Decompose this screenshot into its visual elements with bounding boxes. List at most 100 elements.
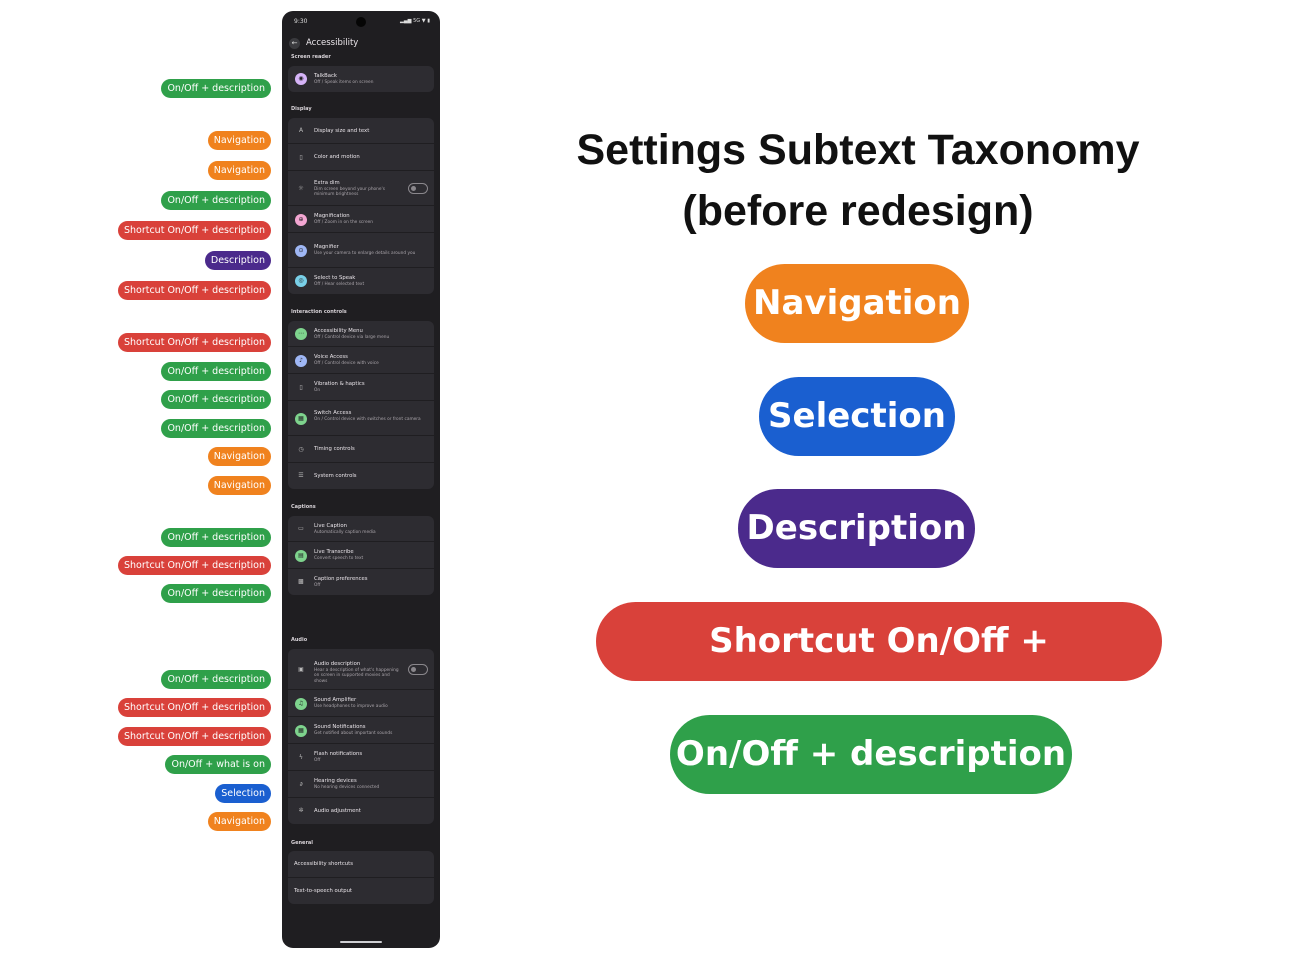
taxonomy-tag: On/Off + description [161,390,271,409]
settings-row-subtext: Off / Control device via large menu [314,334,390,340]
taxonomy-tag: Navigation [207,447,271,466]
gesture-bar[interactable] [340,941,382,943]
timing-icon: ◷ [298,445,304,453]
settings-row-title: Select to Speak [314,274,356,281]
settings-row-text: Color and motion [314,154,428,161]
section-header: General [291,840,313,846]
taxonomy-tag: Shortcut On/Off + description [117,333,271,352]
camera-cutout [356,17,366,27]
network-label: 5G [413,18,421,24]
voice-access-icon: ♪ [295,354,307,367]
settings-row-title: Switch Access [314,409,352,416]
settings-row-subtext: On [314,388,321,394]
taxonomy-tag: On/Off + description [161,670,271,689]
magnification-icon: ⊕ [295,213,307,226]
settings-row-title: Accessibility shortcuts [294,861,353,867]
taxonomy-tag: Shortcut On/Off + description [117,221,271,240]
settings-row-title: Color and motion [314,154,360,160]
legend-pill: On/Off + description [670,715,1072,794]
phone-color-icon: ▯ [299,153,303,161]
settings-row-subtext: Off / Control device with voice [314,361,379,367]
taxonomy-tag: On/Off + description [161,419,271,438]
section-header: Screen reader [291,54,331,60]
taxonomy-tag: Shortcut On/Off + description [117,727,271,746]
settings-row-subtext: Use headphones to improve audio [314,704,388,710]
back-arrow-icon[interactable]: ← [289,38,300,49]
settings-row-title: Caption preferences [314,575,368,582]
taxonomy-tag: On/Off + description [161,584,271,603]
taxonomy-tag: Navigation [207,131,271,150]
settings-row-title: Live Caption [314,522,347,529]
section-header: Display [291,106,312,112]
settings-row-title: Display size and text [314,127,370,134]
settings-row-subtext: Off / Zoom in on the screen [314,220,373,226]
section-header: Audio [291,637,308,643]
taxonomy-tag: Selection [215,784,271,803]
battery-icon: ▮ [427,18,430,24]
status-icons: ▂▄▆ 5G ▼ ▮ [400,18,430,24]
toggle-switch[interactable] [408,664,428,675]
hearing-devices-icon: ∂ [299,780,303,788]
settings-row-subtext: Dim screen beyond your phone's minimum b… [314,186,385,198]
settings-row[interactable]: ◷Timing controls [288,436,434,463]
settings-row[interactable]: Text-to-speech output [288,878,434,904]
settings-row[interactable]: ✲Audio adjustment [288,798,434,824]
system-controls-icon: ☰ [298,472,304,479]
wifi-icon: ▼ [421,18,426,24]
settings-row-title: Vibration & haptics [314,381,365,388]
switch-access-icon: ▦ [295,412,307,425]
section-header: Interaction controls [291,309,347,315]
settings-row-subtext: Get notified about important sounds [314,731,393,737]
section-header: Captions [291,504,316,510]
heading-line-2: (before redesign) [682,187,1034,235]
extra-dim-icon: ☼ [298,184,304,192]
toggle-switch[interactable] [408,183,428,194]
settings-row[interactable]: ▯ Color and motion [288,144,434,171]
taxonomy-tag: Shortcut On/Off + description [117,698,271,717]
sound-amplifier-icon: ♫ [295,697,307,710]
magnifier-icon: ⊙ [295,244,307,257]
legend-pill: Description [738,489,975,568]
legend-pill: Selection [759,377,955,456]
settings-row[interactable]: ☰ System controls [288,463,434,489]
taxonomy-tag: Navigation [207,161,271,180]
status-time: 9:30 [294,18,308,25]
settings-row-subtext: Hear a description of what's happening o… [314,667,399,684]
legend-pill: Shortcut On/Off + description [596,602,1162,740]
taxonomy-tag: Description [204,251,271,270]
settings-row[interactable]: Accessibility shortcuts [288,851,434,878]
taxonomy-tag: On/Off + description [161,362,271,381]
settings-row-subtext: Automatically caption media [314,529,376,535]
vibration-icon: ▯ [299,383,303,391]
settings-row-title: System controls [314,472,357,479]
